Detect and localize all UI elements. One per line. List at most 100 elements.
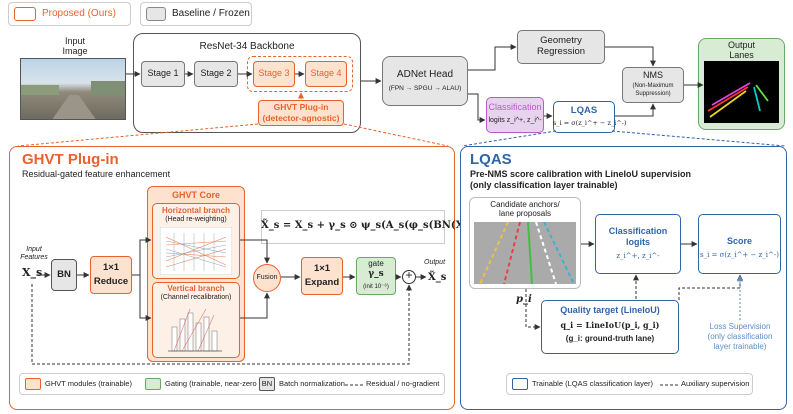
legend-proposed-swatch [14,7,36,21]
candidate-label: Candidate anchors/ lane proposals [490,200,560,218]
ghvt-formula: X̃_s = X_s + γ_s ⊙ ψ_s(A_s(φ_s(BN(X_s)))… [261,220,493,231]
input-features-label: Input Features [20,246,48,261]
p-i-label: p_i [516,294,532,305]
geometry-regression-box [517,30,605,64]
legend-baseline-swatch [146,7,166,21]
output-lanes-image [704,61,779,123]
x-tilde-output: X̃_s [428,272,447,283]
cls-logits-vars: z_i^+, z_i^- [616,252,660,260]
expand-box [301,257,343,295]
bn-label: BN [57,269,71,280]
nms-sub: (Non-Maximum Suppression) [632,83,674,97]
stage2-box [194,61,238,87]
lqas-legend-aux: Auxiliary supervision [681,379,750,388]
adnet-head-box [382,56,468,106]
quality-note: (g_i: ground-truth lane) [565,334,655,343]
ghvt-legend-frame [19,373,445,395]
lqas-legend-frame [506,373,753,395]
loss-supervision-3: layer trainable) [713,342,767,351]
legend-gating-label: Gating (trainable, near-zero init) [165,379,271,388]
legend-bn-swatch [259,377,275,391]
ghvt-panel-title: GHVT Plug-in [22,151,119,168]
legend-bn-icon: BN [261,379,273,388]
nms-box [622,67,684,103]
expand-top: 1×1 [313,263,331,274]
loss-supervision-2: (only classification [707,332,773,341]
geometry-regression-label: Geometry Regression [536,35,586,57]
loss-supervision-1: Loss Supervision [709,322,771,331]
input-image-label: Input Image [62,36,88,56]
lqas-legend-aux-line [660,384,678,386]
output-label: Output [424,259,446,266]
stage3-label: Stage 3 [258,68,290,78]
candidate-frame [469,197,581,289]
vertical-channel-figure [168,308,222,352]
fusion-label: Fusion [256,274,278,281]
output-lanes-label: Output Lanes [727,40,756,60]
legend-bn-label: Batch normalization [279,379,345,388]
legend-baseline-label: Baseline / Frozen [172,8,250,19]
cls-logits-title: Classification logits [608,226,668,247]
x-s-input: X_s [22,266,43,279]
gate-symbol: γ_s [368,269,384,279]
lqas-top-title: LQAS [570,105,598,116]
reduce-box [90,256,132,294]
expand-bottom: Expand [304,277,340,288]
lqas-legend-trainable: Trainable (LQAS classification layer) [532,379,654,388]
nms-title: NMS [643,70,663,80]
gate-box [356,257,396,295]
ghvt-plugin-box [258,100,344,126]
classification-box [486,97,544,133]
horizontal-branch-sub: (Head re-weighting) [165,216,227,223]
legend-trainable-label: GHVT modules (trainable) [45,379,132,388]
legend-residual-line [345,384,363,386]
bn-box [51,259,77,291]
stage3-box [253,61,295,87]
adnet-head-sub: (FPN → SPGU → ALAU) [388,85,462,92]
lqas-panel-title: LQAS [470,151,512,168]
stage1-label: Stage 1 [147,68,179,78]
lqas-top-box [553,101,615,133]
legend-proposed-label: Proposed (Ours) [42,8,116,19]
score-box [698,214,781,274]
classification-title: Classification [488,102,542,112]
stage4-label: Stage 4 [310,68,342,78]
score-formula: s_i = σ(z_i^+ − z_i^-) [699,251,780,259]
reduce-bottom: Reduce [93,276,129,287]
ghvt-core-title: GHVT Core [171,190,220,200]
vertical-branch-sub: (Channel recalibration) [160,294,232,301]
horizontal-attention-figure [160,227,232,275]
legend-top-frame [8,2,131,26]
backbone-title: ResNet-34 Backbone [199,41,295,52]
horizontal-branch-title: Horizontal branch [161,206,230,215]
classification-logits: logits z_i^+, z_i^- [488,117,542,124]
quality-box [541,300,679,354]
lqas-subtitle-2: (only classification layer trainable) [470,180,618,190]
fusion-node [253,264,281,292]
add-symbol: + [405,268,413,282]
ghvt-panel-subtitle: Residual-gated feature enhancement [22,169,171,179]
gate-init: (init 10⁻⁶) [363,284,389,290]
candidate-lanes-image [474,222,576,284]
legend-residual-label: Residual / no-gradient [366,379,440,388]
ghvt-plugin-label-2: (detector-agnostic) [262,113,340,123]
gate-title: gate [368,259,384,268]
residual-add-node [402,270,416,284]
input-image [20,58,126,120]
lqas-top-formula: s_i = σ(z_i^+ − z_i^-) [553,119,627,127]
quality-title: Quality target (LineIoU) [560,305,660,315]
adnet-head-title: ADNet Head [396,69,454,80]
ghvt-formula-box [261,210,445,244]
lqas-legend-swatch [512,378,528,390]
vertical-branch-title: Vertical branch [167,284,225,293]
legend-trainable-swatch [25,378,41,390]
reduce-top: 1×1 [102,262,120,273]
stage1-box [141,61,185,87]
legend-baseline-frame [140,2,252,26]
quality-formula: q_i = LineIoU(p_i, g_i) [560,320,660,330]
lqas-subtitle-1: Pre-NMS score calibration with LineIoU s… [470,169,692,179]
legend-gating-swatch [145,378,161,390]
